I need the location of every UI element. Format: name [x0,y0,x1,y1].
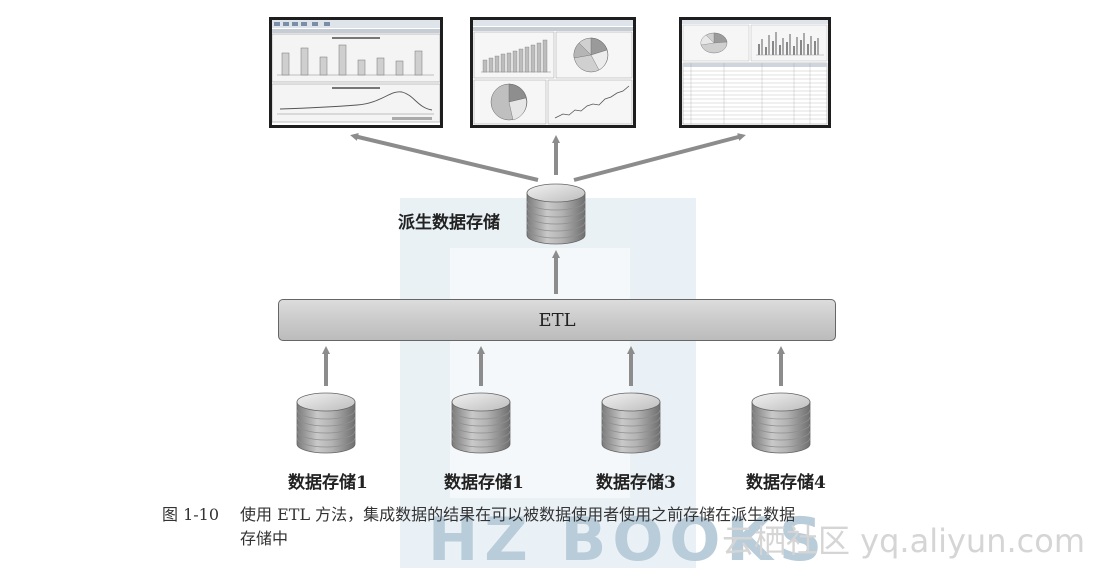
source-store-label: 数据存储4 [746,473,826,493]
arrow-derived-to-report-c [573,133,746,182]
caption-line-2: 存储中 [240,529,289,548]
source-store-label: 数据存储1 [444,473,524,493]
etl-label: ETL [538,309,576,331]
caption-line-1: 使用 ETL 方法，集成数据的结果在可以被数据使用者使用之前存储在派生数据 [240,505,796,524]
arrow-derived-to-report-a [350,133,539,182]
report-screenshot-bar-line [269,17,443,128]
report-screenshot-dashboard [470,17,636,128]
publisher-watermark-text: HZ BOOKS [428,505,829,575]
publisher-watermark-logo [400,198,696,568]
report-screenshot-table [679,17,831,128]
source-store-label: 数据存储3 [596,473,676,493]
source-store-3-icon [601,392,661,454]
source-store-2-icon [451,392,511,454]
derived-store-label: 派生数据存储 [398,213,500,233]
site-watermark-text: 云栖社区 yq.aliyun.com [722,522,1086,560]
source-store-1-icon [296,392,356,454]
source-store-4-icon [751,392,811,454]
derived-store-icon [526,183,586,245]
etl-process-bar: ETL [278,299,836,341]
caption-number: 图 1-10 [162,505,220,524]
figure-caption: 图 1-10 使用 ETL 方法，集成数据的结果在可以被数据使用者使用之前存储在派… [162,503,795,551]
source-store-label: 数据存储1 [288,473,368,493]
